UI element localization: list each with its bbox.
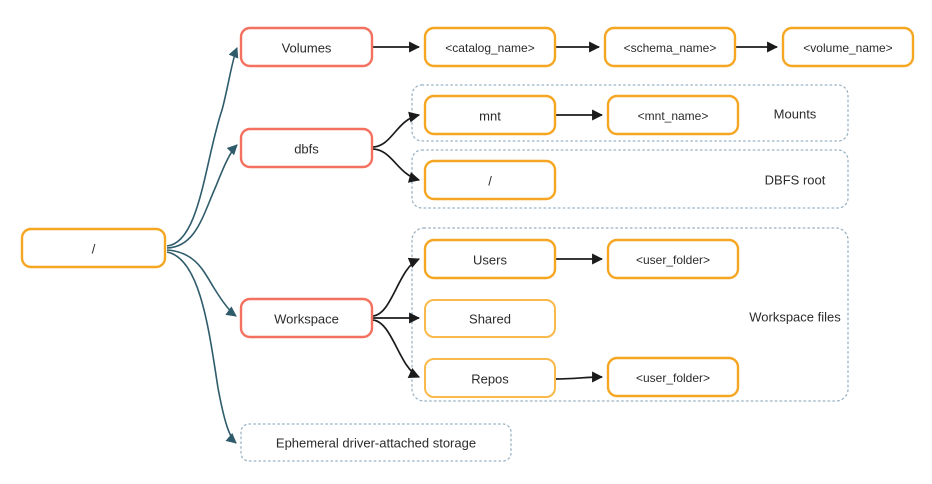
node-repos[interactable]: Repos — [424, 358, 556, 398]
node-ephemeral-storage: Ephemeral driver-attached storage — [240, 423, 512, 462]
node-shared[interactable]: Shared — [424, 299, 556, 338]
node-repos-user-folder-label: <user_folder> — [636, 371, 710, 385]
node-repos-box[interactable] — [424, 358, 556, 398]
node-catalog-name-box[interactable] — [423, 26, 557, 68]
node-dbfs[interactable]: dbfs — [239, 127, 374, 169]
node-volumes[interactable]: Volumes — [239, 26, 374, 68]
workspace-files-group-label: Workspace files — [749, 310, 841, 325]
node-mnt-name-box[interactable] — [606, 94, 740, 136]
node-schema-name[interactable]: <schema_name> — [603, 26, 737, 68]
edge-dbfs-to-dbfsroot — [371, 148, 421, 183]
node-schema-name-box[interactable] — [603, 26, 737, 68]
edge-root-to-dbfs — [166, 144, 238, 249]
node-mnt-name[interactable]: <mnt_name> — [606, 94, 740, 136]
node-users-box[interactable] — [423, 238, 557, 280]
node-ephemeral-storage-box — [240, 423, 512, 462]
node-volume-name[interactable]: <volume_name> — [781, 26, 915, 68]
node-users-user-folder-label: <user_folder> — [636, 253, 710, 267]
node-volumes-label: Volumes — [282, 41, 332, 56]
node-dbfs-root-slash[interactable]: / — [423, 159, 557, 201]
node-root[interactable]: / — [20, 227, 167, 269]
node-workspace-label: Workspace — [274, 312, 339, 327]
edge-dbfs-to-mnt — [371, 111, 421, 148]
node-users[interactable]: Users — [423, 238, 557, 280]
node-workspace[interactable]: Workspace — [239, 297, 374, 339]
node-shared-label: Shared — [469, 312, 511, 327]
node-mnt[interactable]: mnt — [423, 94, 557, 136]
node-dbfs-label: dbfs — [294, 142, 319, 157]
node-workspace-box[interactable] — [239, 297, 374, 339]
mounts-group-label: Mounts — [774, 107, 817, 122]
node-mnt-name-label: <mnt_name> — [638, 109, 709, 123]
node-root-box[interactable] — [20, 227, 167, 269]
node-repos-user-folder-box[interactable] — [606, 356, 740, 398]
node-schema-name-label: <schema_name> — [624, 41, 717, 55]
dbfs-root-group-label: DBFS root — [765, 173, 826, 188]
node-users-user-folder[interactable]: <user_folder> — [606, 238, 740, 280]
node-mnt-label: mnt — [479, 109, 501, 124]
node-volumes-box[interactable] — [239, 26, 374, 68]
node-dbfs-box[interactable] — [239, 127, 374, 169]
node-dbfs-root-slash-label: / — [488, 174, 492, 189]
edge-root-to-ephemeral — [166, 251, 237, 444]
node-volume-name-box[interactable] — [781, 26, 915, 68]
node-repos-label: Repos — [471, 372, 509, 387]
node-shared-box[interactable] — [424, 299, 556, 338]
node-ephemeral-storage-label: Ephemeral driver-attached storage — [276, 436, 476, 451]
edge-workspace-to-repos — [371, 319, 421, 378]
edge-root-to-volumes — [166, 47, 239, 247]
node-users-user-folder-box[interactable] — [606, 238, 740, 280]
node-users-label: Users — [473, 253, 507, 268]
node-mnt-box[interactable] — [423, 94, 557, 136]
edge-workspace-to-users — [371, 257, 421, 317]
node-volume-name-label: <volume_name> — [803, 41, 892, 55]
node-dbfs-root-slash-box[interactable] — [423, 159, 557, 201]
edge-repos-to-userfolder — [554, 371, 604, 383]
node-repos-user-folder[interactable]: <user_folder> — [606, 356, 740, 398]
node-catalog-name-label: <catalog_name> — [445, 41, 534, 55]
edge-root-to-workspace — [166, 249, 237, 317]
node-root-label: / — [92, 242, 96, 257]
node-catalog-name[interactable]: <catalog_name> — [423, 26, 557, 68]
